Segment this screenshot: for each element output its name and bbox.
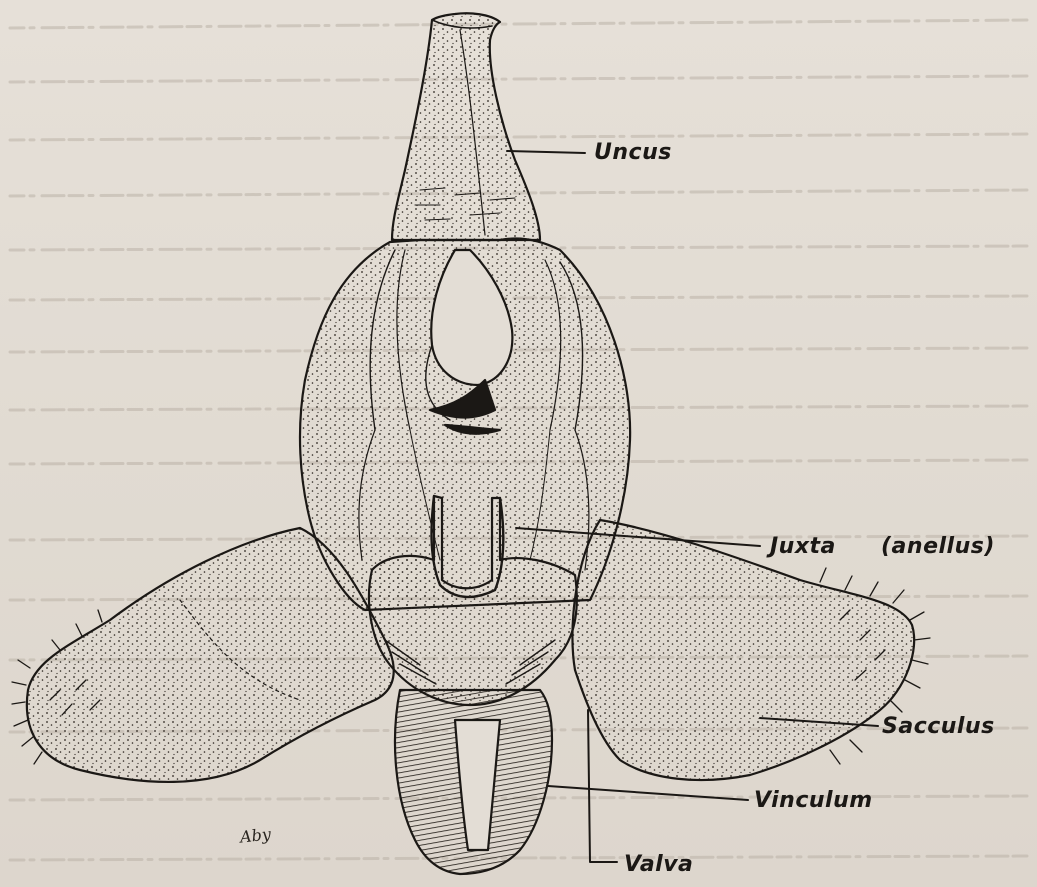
- label-valva: Valva: [624, 852, 693, 877]
- label-juxta: Juxta: [770, 534, 836, 559]
- label-sacculus: Sacculus: [882, 714, 995, 739]
- label-vinculum: Vinculum: [754, 788, 873, 813]
- label-anellus: (anellus): [881, 534, 995, 559]
- label-uncus: Uncus: [594, 140, 672, 165]
- right-valva: [572, 520, 930, 780]
- artist-signature: Aby: [239, 824, 272, 846]
- uncus: [392, 13, 540, 240]
- vinculum: [395, 690, 552, 874]
